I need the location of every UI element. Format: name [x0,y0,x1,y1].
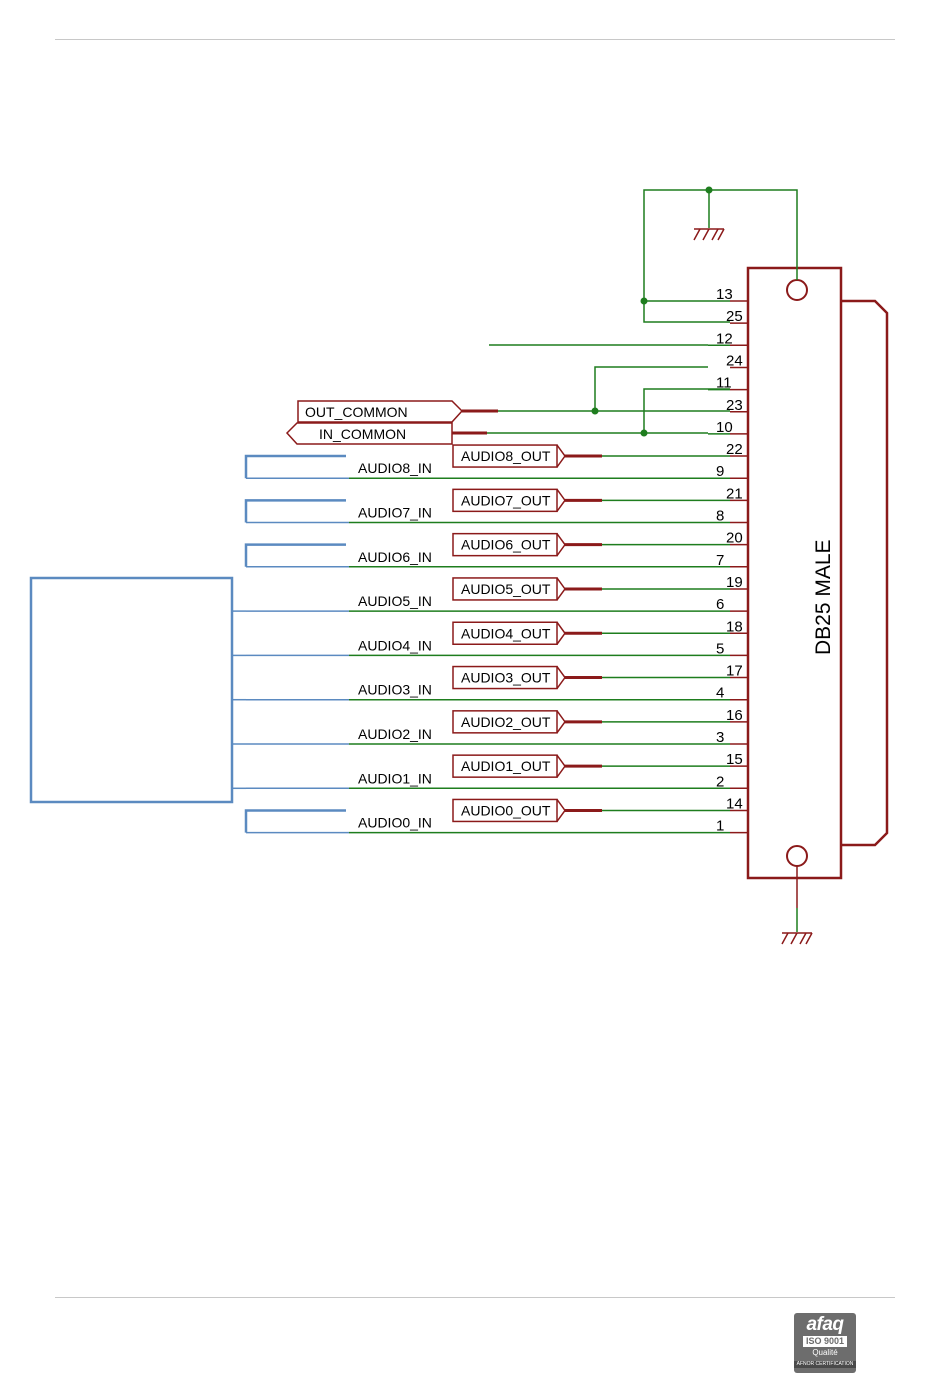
audio-out-label: AUDIO5_OUT [461,581,551,597]
footer-rule [55,1297,895,1298]
channel-layer: AUDIO8_OUT AUDIO8_IN AUDIO7_OUT AUDIO7_IN AU… [232,444,730,834]
audio-out-port [452,621,558,645]
audio-in-label: AUDIO8_IN [358,460,432,476]
audio-out-port-arrow [556,533,566,557]
connector-shell [841,299,889,847]
logo-iso: ISO 9001 [802,1336,848,1347]
pin-stubs: 1312111098765432125242322212019181716151… [708,286,748,835]
pin-number: 13 [716,286,733,303]
audio-out-label: AUDIO7_OUT [461,492,551,508]
pin-number: 12 [716,330,733,347]
pin-number: 17 [726,663,743,680]
audio-in-label: AUDIO6_IN [358,549,432,565]
logo-certification: AFNOR CERTIFICATION [794,1361,856,1368]
pin-number: 6 [716,596,724,613]
audio-out-label: AUDIO1_OUT [461,758,551,774]
audio-out-label: AUDIO0_OUT [461,802,551,818]
pin-number: 14 [726,795,743,812]
pin23-wire [643,388,730,433]
pin-number: 22 [726,441,743,458]
pin-number: 20 [726,530,743,547]
mounting-hole-top [786,279,808,301]
audio-out-port-arrow [556,488,566,512]
junction-dot [591,407,599,415]
audio-out-port [452,532,558,557]
port-in-common-label: IN_COMMON [319,426,406,442]
audio-out-label: AUDIO4_OUT [461,625,551,641]
junction-dot [640,429,648,437]
annotation-bracket [244,454,346,479]
pin-number: 24 [726,352,743,369]
pin-number: 15 [726,751,743,768]
audio-out-port-arrow [556,577,566,601]
audio-out-label: AUDIO6_OUT [461,537,551,553]
ground-symbol-bottom [781,932,813,945]
audio-out-label: AUDIO8_OUT [461,448,551,464]
pin-number: 8 [716,508,724,525]
header-rule [55,39,895,40]
connector-label: DB25 MALE [812,539,835,655]
pin11-wire [594,366,708,411]
annotation-bracket [244,543,346,567]
pin-number: 16 [726,707,743,724]
pin-number: 25 [726,308,743,325]
pin-number: 11 [716,375,732,392]
audio-out-port-arrow [556,710,566,734]
mounting-hole-bottom [786,845,808,867]
in-common-port [285,422,453,445]
pin-number: 5 [716,640,724,657]
ground-symbol-top [693,228,725,241]
audio-out-port-arrow [556,666,566,689]
audio-in-label: AUDIO4_IN [358,637,432,653]
audio-out-port [452,577,558,601]
static-layer [29,186,889,945]
afaq-iso-logo: afaq ISO 9001 Qualité AFNOR CERTIFICATIO… [794,1313,856,1373]
audio-out-label: AUDIO3_OUT [461,670,551,686]
audio-out-port [452,710,558,734]
audio-out-port-arrow [556,799,566,822]
audio-out-port [452,798,558,823]
audio-out-port [452,665,558,690]
audio-in-label: AUDIO7_IN [358,505,432,521]
pin-number: 21 [726,485,743,502]
annotation-bracket [244,499,346,523]
pin-number: 4 [716,685,724,702]
audio-out-label: AUDIO2_OUT [461,714,551,730]
annotation-box [29,576,234,804]
audio-in-label: AUDIO1_IN [358,770,432,786]
out-common-port [297,400,464,423]
audio-in-label: AUDIO5_IN [358,593,432,609]
audio-out-port-arrow [556,754,566,778]
audio-in-label: AUDIO3_IN [358,682,432,698]
junction-dot [640,297,648,305]
pin-number: 18 [726,618,743,635]
connector-body [746,266,843,880]
shield-wire [643,189,798,323]
pin-number: 19 [726,574,743,591]
audio-out-port [452,754,558,778]
label-layer: OUT_COMMON IN_COMMON DB25 MALE [305,404,835,655]
junction-dot [705,186,713,194]
logo-brand: afaq [806,1314,844,1335]
pin-number: 3 [716,729,724,746]
annotation-bracket [244,809,346,833]
pin-number: 10 [716,419,733,436]
audio-out-port-arrow [556,444,566,468]
audio-in-label: AUDIO2_IN [358,726,432,742]
pin-number: 7 [716,552,724,569]
audio-out-port [452,488,558,513]
port-out-common-label: OUT_COMMON [305,404,408,420]
pin-number: 9 [716,463,724,480]
audio-out-port-arrow [556,621,566,645]
pin-number: 2 [716,773,724,790]
audio-out-port [452,444,558,468]
pin-number: 1 [716,818,724,835]
logo-quality: Qualité [812,1348,838,1357]
pin-number: 23 [726,397,743,414]
audio-in-label: AUDIO0_IN [358,815,432,831]
